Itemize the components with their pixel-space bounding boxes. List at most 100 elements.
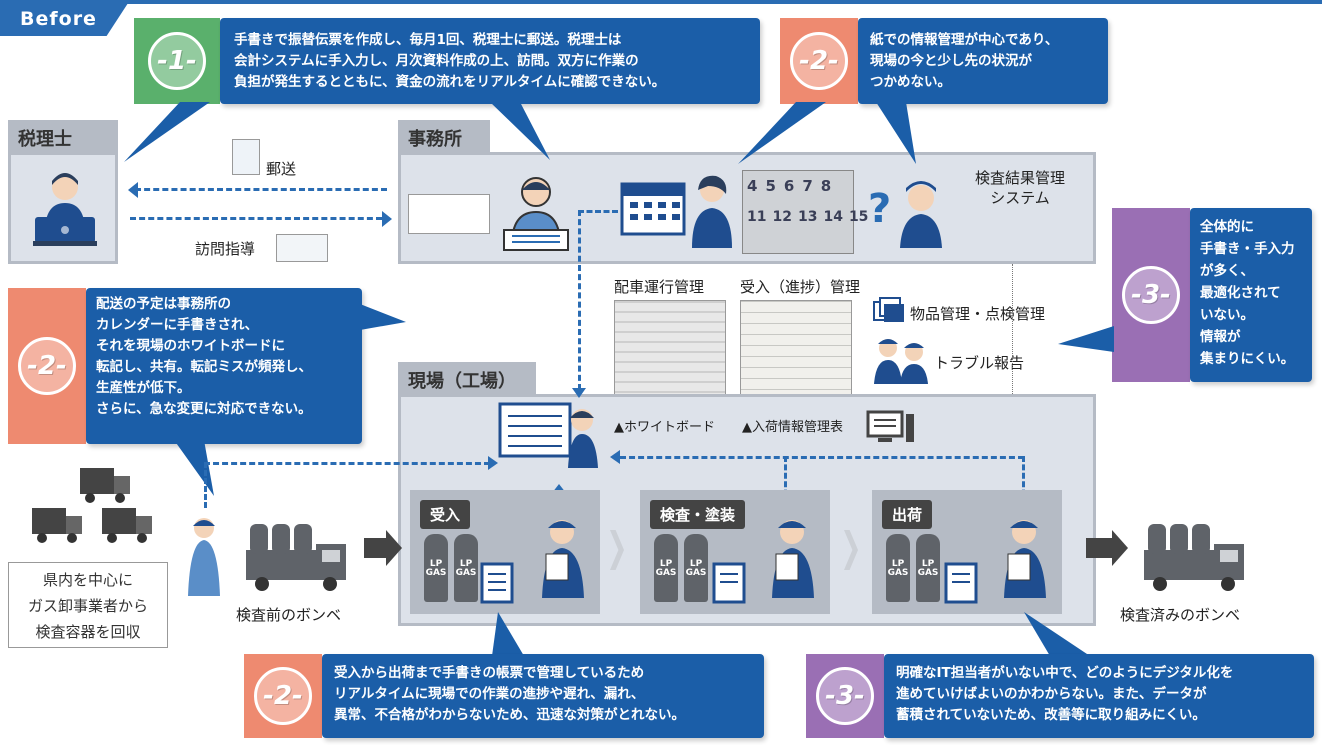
after-cylinder-label: 検査済みのボンベ — [1120, 606, 1241, 624]
manager-icon — [900, 181, 942, 248]
bubble-line: 会計システムに手入力し、月次資料作成の上、訪問。双方に作業の — [234, 53, 639, 69]
stage-receiving-label: 受入 — [420, 500, 471, 529]
receiving-arrowhead — [552, 484, 566, 493]
clipboard-icon — [944, 562, 978, 604]
bubble-line: 明確なIT担当者がいない中で、どのようにデジタル化を — [896, 665, 1234, 681]
worried-face-icon: -3- — [816, 667, 874, 725]
bubble-line: 手書き・手入力 — [1200, 241, 1295, 257]
bubble-line: 配送の予定は事務所の — [96, 296, 231, 312]
bubble-2-pointers — [738, 102, 916, 164]
gas-cylinder-icon: LP GAS — [684, 534, 708, 602]
issue-1-badge: -1- — [134, 18, 220, 104]
arrow-out-head — [1112, 530, 1128, 566]
bubble-line: 集まりにくい。 — [1200, 351, 1295, 367]
worried-face-icon: -2- — [18, 337, 76, 395]
whiteboard-photo — [614, 300, 726, 412]
bubble-line: いない。 — [1200, 307, 1254, 323]
office-to-whiteboard-line-h — [578, 210, 618, 213]
gas-cylinder-icon: LP GAS — [654, 534, 678, 602]
bubble-line: 生産性が低下。 — [96, 380, 191, 396]
goods-label: 物品管理・点検管理 — [910, 305, 1046, 323]
trouble-report-icon — [874, 339, 928, 384]
bubble-line: カレンダーに手書きされ、 — [96, 317, 259, 333]
arrival-table-caption: ▲入荷情報管理表 — [742, 420, 843, 435]
collection-note-line: 県内を中心に — [42, 571, 133, 589]
collection-note-line: ガス卸事業者から — [27, 597, 148, 615]
small-truck-icon — [102, 508, 152, 543]
mail-arrowhead — [128, 182, 138, 198]
calendar-digit: 15 — [848, 209, 869, 225]
bubble-3-pointer — [1058, 326, 1114, 352]
stage-shipping-label: 出荷 — [882, 500, 933, 529]
clipboard-icon — [712, 562, 746, 604]
voucher-document-icon — [408, 194, 490, 234]
worried-face-icon: -3- — [1122, 266, 1180, 324]
bubble-1-pointers — [124, 102, 550, 162]
office-worker-icon — [692, 175, 732, 248]
issue-2-bubble: 紙での情報管理が中心であり、 現場の今と少し先の状況が つかめない。 — [858, 18, 1108, 104]
inspection-to-whiteboard — [784, 456, 787, 504]
dispatch-label: 配車運行管理 — [614, 278, 705, 296]
calendar-digit: 7 — [802, 177, 813, 195]
bubble-line: 全体的に — [1200, 219, 1254, 235]
truck-after-icon — [1144, 524, 1244, 591]
small-truck-icon — [32, 508, 82, 543]
collection-note: 県内を中心に ガス卸事業者から 検査容器を回収 — [8, 562, 168, 648]
calendar-digit: 5 — [765, 177, 776, 195]
shipping-to-whiteboard — [1022, 456, 1025, 504]
top-rule — [0, 0, 1322, 4]
inspection-system-line: 検査結果管理 — [974, 169, 1065, 187]
bubble-line: それを現場のホワイトボードに — [96, 338, 285, 354]
bubble-line: 蓄積されていないため、改善等に取り組みにくい。 — [896, 707, 1206, 723]
issue-2-left-bubble: 配送の予定は事務所の カレンダーに手書きされ、 それを現場のホワイトボードに 転… — [86, 288, 362, 444]
bubble-line: リアルタイムに現場での作業の進捗や遅れ、漏れ、 — [334, 686, 645, 702]
bubble-line: が多く、 — [1200, 263, 1254, 279]
stages-arrowhead — [610, 450, 620, 464]
issue-3-badge: -3- — [1112, 208, 1190, 382]
mail-label: 郵送 — [266, 160, 297, 178]
calendar-digit: 14 — [823, 209, 843, 225]
calendar-digit: 4 — [747, 177, 758, 195]
arrow-out-shaft — [1086, 538, 1112, 558]
system-connector-v1 — [1012, 264, 1013, 398]
arrow-in-head — [386, 530, 402, 566]
issue-number: -2- — [263, 681, 303, 711]
issue-1-bubble: 手書きで振替伝票を作成し、毎月1回、税理士に郵送。税理士は 会計システムに手入力… — [220, 18, 760, 104]
driver-to-whiteboard-h — [204, 462, 490, 465]
bubble-line: 最適化されて — [1200, 285, 1281, 301]
inspection-system-label: 検査結果管理 システム — [960, 168, 1080, 208]
stressed-clerk-icon — [503, 177, 569, 251]
bubble-line: さらに、急な変更に対応できない。 — [96, 401, 312, 417]
visit-arrowhead — [382, 211, 392, 227]
worker-icon — [542, 520, 584, 598]
bubble-line: 転記し、共有。転記ミスが頻発し、 — [96, 359, 312, 375]
bubble-line: 負担が発生するとともに、資金の流れをリアルタイムに確認できない。 — [234, 74, 666, 90]
issue-3-bottom-badge: -3- — [806, 654, 884, 738]
issue-number: -2- — [799, 46, 839, 76]
before-tab: Before — [0, 0, 130, 36]
mail-arrow — [135, 188, 387, 191]
before-cylinder-label: 検査前のボンベ — [236, 606, 342, 624]
issue-3-bubble: 全体的に 手書き・手入力 が多く、 最適化されて いない。 情報が 集まりにくい… — [1190, 208, 1312, 382]
calendar-digit: 11 — [747, 209, 767, 225]
office-zone-tag: 事務所 — [398, 120, 490, 154]
bubble-bottom2-pointer — [492, 612, 524, 656]
driver-icon — [188, 518, 220, 596]
collection-note-line: 検査容器を回収 — [35, 623, 141, 641]
tax-zone — [8, 152, 118, 264]
worker-icon — [1004, 520, 1046, 598]
visit-arrow — [130, 217, 382, 220]
gas-cylinder-icon: LP GAS — [454, 534, 478, 602]
calendar-digit: 12 — [772, 209, 792, 225]
small-truck-icon — [80, 468, 130, 503]
question-mark-icon: ? — [868, 186, 892, 232]
office-to-whiteboard-line — [578, 210, 581, 390]
issue-2-bottom-badge: -2- — [244, 654, 322, 738]
issue-number: -2- — [27, 351, 67, 381]
bubble-line: 受入から出荷まで手書きの帳票で管理しているため — [334, 665, 645, 681]
whiteboard-arrowhead-top — [572, 388, 586, 398]
gas-cylinder-icon: LP GAS — [424, 534, 448, 602]
issue-3-bottom-bubble: 明確なIT担当者がいない中で、どのようにデジタル化を 進めていけばよいのかわから… — [884, 654, 1314, 738]
truck-before-icon — [246, 524, 346, 591]
